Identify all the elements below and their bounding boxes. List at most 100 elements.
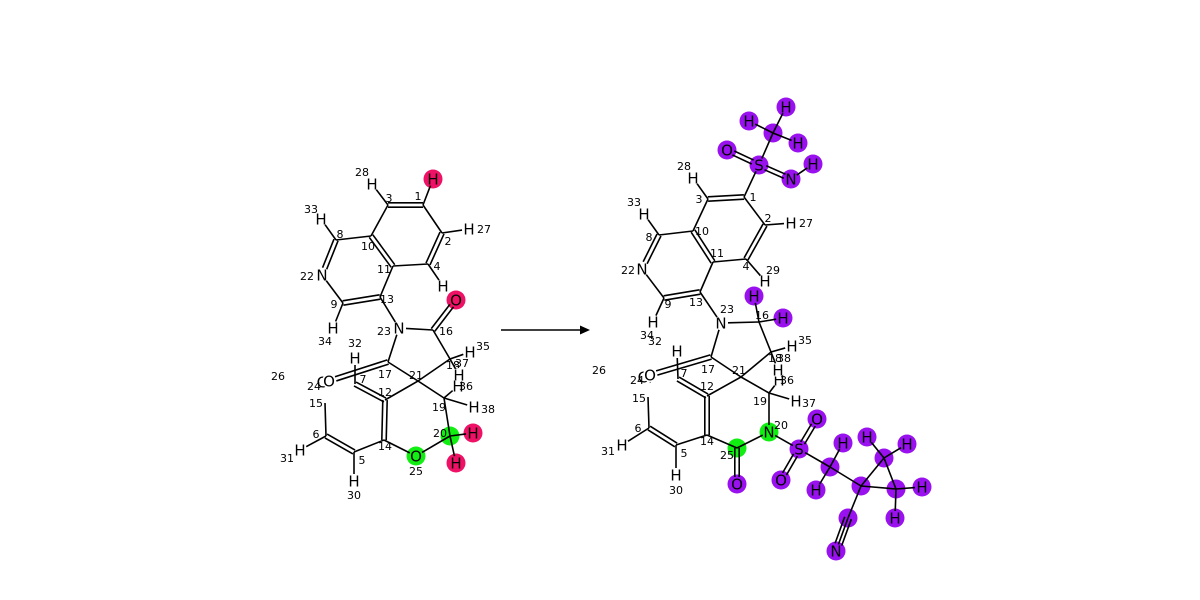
atom-index-cl24: 24 (630, 374, 644, 387)
bond-c18-h37 (449, 358, 457, 370)
bond-c1-c2 (422, 204, 443, 234)
bond-c2-c4 (747, 225, 768, 261)
bond-c4-h29 (427, 263, 440, 281)
highlight-added-h16a (744, 286, 764, 306)
bond-c16-h16a (754, 302, 760, 323)
bond-s_bot-o_sb2 (781, 453, 795, 474)
atom-index-h33: 33 (627, 196, 641, 209)
bond-c_cpa-h_cpa2 (883, 446, 902, 459)
label-backdrop-h29 (758, 274, 772, 288)
atom-index-h38: 38 (777, 352, 791, 365)
atom-symbol-h37: H (453, 367, 464, 385)
atom-symbol-o25: O (410, 448, 422, 466)
highlight-added-h_ch2b (806, 480, 826, 500)
bond-c6-c5 (647, 429, 676, 448)
highlight-added-s_top (749, 155, 769, 175)
label-backdrop-h36 (451, 379, 465, 393)
label-backdrop-h34 (646, 315, 660, 329)
atom-index-c11: 11 (710, 247, 724, 260)
bond-c_q-c_cpa (860, 457, 885, 487)
bond-c2-c4 (743, 223, 764, 259)
atom-index-o25: 25 (409, 465, 423, 478)
bond-s_top-c_me (761, 132, 774, 159)
bond-c12-c7 (676, 380, 707, 399)
label-backdrop-h32 (348, 351, 362, 365)
bond-c20-h_b (449, 433, 467, 437)
bond-s_bot-o_sb1 (800, 423, 813, 443)
bond-c2-c4 (429, 233, 445, 266)
atom-index-c9: 9 (331, 298, 338, 311)
atom-index-h31: 31 (280, 452, 294, 465)
bond-c9-c13 (664, 293, 701, 301)
label-backdrop-h28 (686, 171, 700, 185)
atom-index-n23: 23 (377, 325, 391, 338)
label-backdrop-h28 (365, 177, 379, 191)
bond-c18-c21 (740, 351, 772, 378)
bond-c10-c8 (658, 230, 694, 236)
atom-index-c19: 19 (753, 395, 767, 408)
atom-symbol-h35: H (786, 338, 797, 356)
atom-symbol-o_amide: O (450, 292, 462, 310)
bond-c21-c12 (384, 380, 419, 401)
atom-index-h29: 29 (766, 264, 780, 277)
atom-symbol-h35: H (464, 344, 475, 362)
atom-index-h28: 28 (677, 160, 691, 173)
bond-c16-o_amide (434, 306, 455, 332)
label-backdrop-h37 (452, 368, 466, 382)
bond-c19-h38 (443, 397, 468, 406)
bond-c2-h27 (764, 222, 785, 226)
bond-c11-c10 (368, 236, 392, 268)
label-backdrop-h29 (436, 279, 450, 293)
bond-c18-h38 (770, 351, 777, 364)
bond-s_bot-c_ch2 (804, 451, 831, 468)
atom-symbol-h29: H (759, 273, 770, 291)
bond-c14-c12 (381, 399, 384, 440)
atom-symbol-h27: H (463, 221, 474, 239)
label-backdrop-h35 (785, 339, 799, 353)
atom-index-h37: 37 (455, 357, 469, 370)
label-backdrop-h31 (615, 438, 629, 452)
bond-c17-o_ket (657, 358, 712, 376)
atom-symbol-h29: H (437, 278, 448, 296)
bond-c_cn-n_cn (834, 516, 846, 544)
highlight-added-h_me2 (776, 97, 796, 117)
atom-index-c4: 4 (743, 260, 750, 273)
atom-index-c17: 17 (378, 368, 392, 381)
bond-c10-c8 (335, 235, 372, 241)
highlight-added-h_ch2a (833, 433, 853, 453)
bond-c16-c18 (758, 321, 772, 353)
atom-symbol-h_cpa1: H (861, 429, 872, 447)
bond-c8-n22 (646, 235, 662, 265)
bond-c12-c7 (678, 376, 709, 395)
highlight-reaction_center-n20 (759, 422, 779, 442)
atom-index-c10: 10 (695, 225, 709, 238)
bond-c11-c10 (694, 229, 716, 262)
atom-symbol-h38: H (772, 362, 783, 380)
bond-c_cpb-h_cpb2 (894, 488, 897, 512)
highlight-added-h_cpb2 (885, 508, 905, 528)
bond-n20-s_bot (774, 434, 794, 447)
atom-index-c12: 12 (378, 386, 392, 399)
bond-c11-c10 (690, 231, 712, 264)
atom-symbol-o25: O (731, 476, 743, 494)
highlight-added-h_me1 (739, 111, 759, 131)
bond-c1-c2 (743, 196, 766, 226)
atom-index-c1: 1 (750, 191, 757, 204)
atom-index-c13: 13 (689, 296, 703, 309)
atom-symbol-h28: H (687, 170, 698, 188)
label-backdrop-h38 (467, 400, 481, 414)
bond-c17-c21 (387, 361, 419, 382)
atom-symbol-n_cn: N (830, 543, 841, 561)
bond-c10-c3 (370, 204, 389, 237)
atom-index-c20: 20 (433, 427, 447, 440)
atom-symbol-h_ch2a: H (837, 435, 848, 453)
atom-symbol-h27: H (785, 215, 796, 233)
atom-index-h32: 32 (348, 337, 362, 350)
bond-c2-c4 (425, 231, 441, 264)
atom-symbol-h31: H (294, 442, 305, 460)
bond-c11-c10 (372, 234, 396, 266)
bond-c16-o_amide (430, 303, 451, 330)
atom-symbol-o_ket: O (323, 373, 335, 391)
label-backdrop-n23 (392, 321, 406, 335)
